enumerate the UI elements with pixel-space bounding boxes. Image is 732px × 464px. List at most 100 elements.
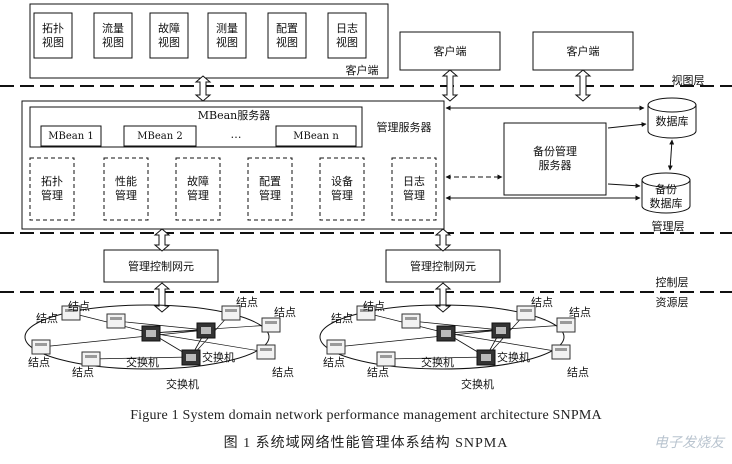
node-label-4: 结点	[569, 306, 591, 319]
node-label-1: 结点	[331, 312, 353, 325]
view-box-3	[149, 12, 189, 59]
node-body	[261, 317, 281, 333]
mbean-label-4: MBean n	[293, 131, 339, 142]
arrow-client-to-server	[194, 75, 212, 102]
mbean-box-2	[123, 125, 197, 147]
view-box-6	[327, 12, 367, 59]
link-db-sync	[667, 139, 675, 171]
switch-face	[481, 354, 491, 361]
link-node-2	[410, 320, 502, 331]
module-label-5: 设备管理	[331, 174, 353, 202]
link-node-6	[90, 356, 192, 360]
database-label: 备份数据库	[650, 182, 683, 210]
mbean-server-label: MBean服务器	[198, 109, 271, 122]
switch-face	[186, 354, 196, 361]
node-device-icon	[326, 339, 346, 355]
node-device-icon	[551, 344, 571, 360]
module-box-1	[29, 157, 75, 221]
figure-caption-english: Figure 1 System domain network performan…	[130, 408, 602, 423]
client-box-label: 客户端	[346, 63, 379, 77]
node-label-6: 结点	[72, 366, 94, 379]
node-stripe	[555, 348, 567, 351]
switch-icon	[476, 349, 496, 366]
switch-icon	[181, 349, 201, 366]
node-stripe	[65, 309, 77, 312]
network-ring	[319, 304, 565, 370]
layer-label-view: 视图层	[672, 73, 705, 87]
module-label-2: 性能管理	[115, 174, 137, 202]
node-device-icon	[356, 305, 376, 321]
switch-icon	[141, 325, 161, 342]
node-label-3: 结点	[531, 296, 553, 309]
switch-icon	[491, 322, 511, 339]
node-stripe	[380, 355, 392, 358]
node-body	[81, 351, 101, 367]
network-1: 结点结点结点结点结点结点结点交换机交换机交换机	[24, 296, 296, 391]
module-label-1: 拓扑管理	[41, 174, 63, 202]
node-device-icon	[61, 305, 81, 321]
database-body	[647, 104, 697, 139]
link-backup-db	[607, 121, 647, 129]
module-box-4	[247, 157, 293, 221]
client-label-1: 客户端	[434, 44, 467, 58]
node-label-2: 结点	[68, 300, 90, 313]
client-2	[532, 31, 634, 71]
node-device-icon	[256, 344, 276, 360]
node-device-icon	[31, 339, 51, 355]
view-label-6: 日志视图	[336, 22, 358, 49]
module-box-2	[103, 157, 149, 221]
node-label-2: 结点	[363, 300, 385, 313]
switch-label-1: 交换机	[421, 355, 454, 369]
node-label-5: 结点	[28, 356, 50, 369]
resource-layer: 结点结点结点结点结点结点结点交换机交换机交换机结点结点结点结点结点结点结点交换机…	[24, 296, 591, 391]
management-layer: 管理服务器 MBean服务器 MBean 1 MBean 2 … MBean n 拓扑管理 性…	[21, 97, 697, 230]
view-label-1: 拓扑视图	[42, 21, 64, 49]
node-body	[551, 344, 571, 360]
backup-server-box	[503, 122, 607, 196]
arrow-server-to-control-1	[153, 228, 171, 252]
view-label-5: 配置视图	[276, 22, 298, 49]
module-label-3: 故障管理	[187, 174, 209, 202]
node-body	[256, 344, 276, 360]
switch-face	[441, 330, 451, 337]
node-body	[106, 313, 126, 329]
switch-label-2: 交换机	[202, 350, 235, 364]
view-label-4: 测量视图	[216, 22, 238, 49]
node-device-icon	[516, 305, 536, 321]
layer-label-resource: 资源层	[656, 295, 689, 309]
switch-label-3: 交换机	[461, 377, 494, 391]
node-label-3: 结点	[236, 296, 258, 309]
database-label: 数据库	[656, 114, 689, 128]
database-primary: 数据库	[647, 97, 697, 139]
link-node-7	[445, 332, 562, 353]
switch-face	[201, 327, 211, 334]
node-label-7: 结点	[567, 366, 589, 379]
node-body	[31, 339, 51, 355]
link-node-2	[115, 320, 207, 331]
figure-caption-chinese: 图 1 系统域网络性能管理体系结构 SNPMA	[223, 436, 509, 451]
node-device-icon	[556, 317, 576, 333]
node-device-icon	[401, 313, 421, 329]
client-1	[399, 31, 501, 71]
switch-icon	[436, 325, 456, 342]
node-stripe	[520, 309, 532, 312]
view-box-1	[33, 12, 73, 59]
management-server-label: 管理服务器	[377, 120, 432, 134]
node-label-5: 结点	[323, 356, 345, 369]
node-label-6: 结点	[367, 366, 389, 379]
control-element-label-2: 管理控制网元	[410, 259, 476, 273]
node-device-icon	[106, 313, 126, 329]
view-label-3: 故障视图	[158, 21, 180, 49]
mbean-ellipsis: …	[231, 128, 242, 141]
node-stripe	[35, 343, 47, 346]
arrow-client2-to-server	[574, 69, 592, 102]
node-body	[401, 313, 421, 329]
mbean-box-4	[275, 125, 357, 147]
mbean-label-2: MBean 2	[137, 131, 182, 142]
database-body	[641, 179, 691, 214]
layer-label-management: 管理层	[652, 219, 685, 233]
link-node-5	[335, 329, 502, 348]
network-ring	[24, 304, 270, 370]
mbean-label-1: MBean 1	[48, 131, 93, 142]
